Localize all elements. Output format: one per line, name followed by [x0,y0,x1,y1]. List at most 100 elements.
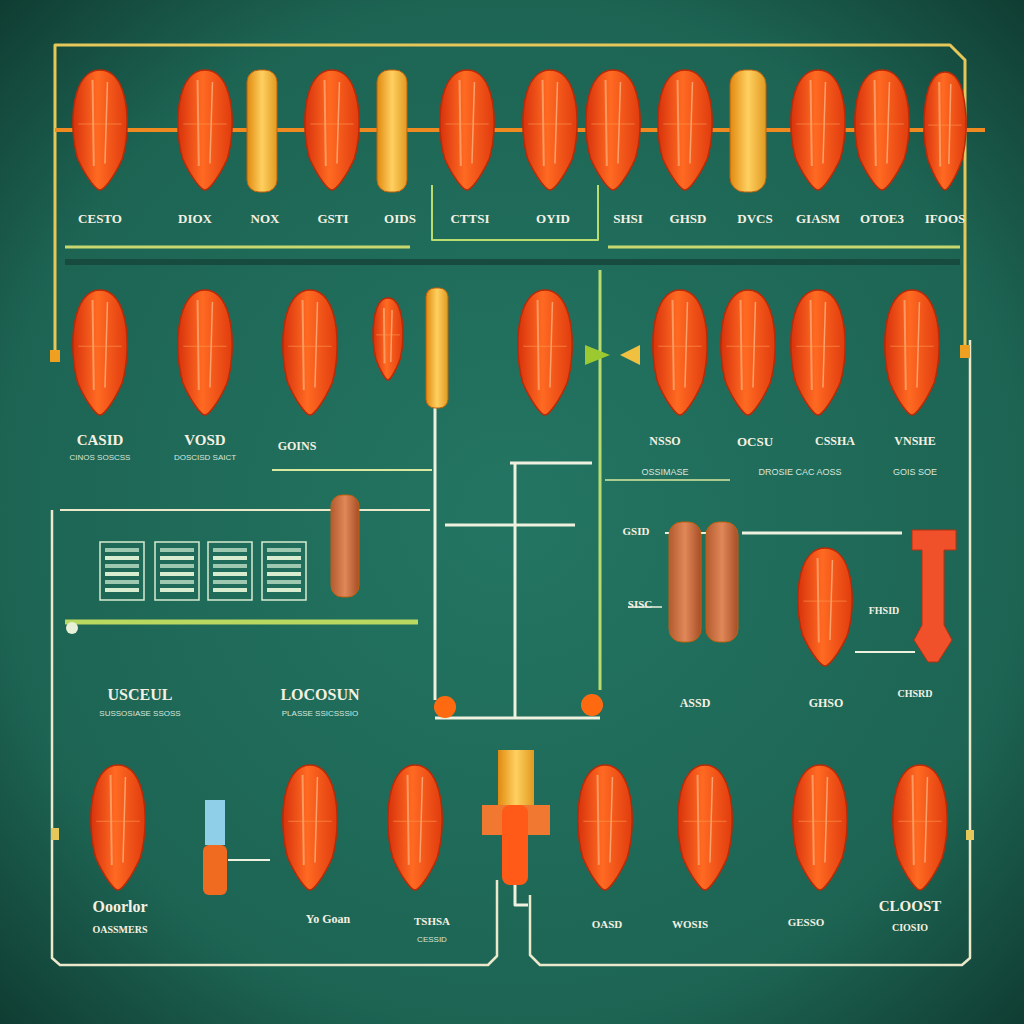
pepper-shape [388,765,442,890]
part-label: LOCOSUN [280,686,359,704]
pepper-shape [91,765,145,890]
frame-tab [50,350,60,362]
divider-line [65,246,410,249]
pepper-shape [73,290,127,415]
part-label: OASD [592,918,623,930]
part-label: SISC [628,598,652,610]
part-label: OCSU [737,435,773,449]
arrow-shape [585,345,610,365]
vertical-line [599,270,602,690]
part-label: GIASM [796,212,840,226]
frame-tab [51,828,59,840]
pepper-shape [586,70,640,190]
panel-border [530,340,970,965]
underline [605,479,730,481]
pepper-shape [283,290,337,415]
capsule-shape [669,522,701,642]
part-label: PLASSE SSICSSSIO [282,710,358,719]
capsule-shape [247,70,277,192]
hammer-shape [912,530,956,662]
part-label: VNSHE [894,435,935,448]
pepper-shape [653,290,707,415]
part-label: TSHSA [414,915,450,927]
pepper-shape [305,70,359,190]
part-label: NOX [251,212,280,226]
horizontal-line [435,717,600,720]
junction-dot [434,696,456,718]
valve-shape [498,750,534,805]
frame-tab [960,345,970,358]
part-label: GOINS [278,440,317,453]
frame-tab [966,830,974,840]
pepper-shape [791,290,845,415]
glyph-box [155,542,199,600]
leader-line [855,651,915,653]
syringe-shape [205,800,225,845]
pepper-shape [578,765,632,890]
part-label: OTOE3 [860,212,904,226]
part-label: Ooorlor [92,898,147,916]
pepper-shape [518,290,572,415]
part-label: ASSD [680,697,711,710]
horizontal-line [510,462,592,465]
part-label: SUSSOSIASE SSOSS [99,710,180,719]
pepper-shape [855,70,909,190]
part-label: GSID [623,525,650,537]
part-label: SHSI [613,212,643,226]
panel-border [52,510,497,965]
pepper-shape [440,70,494,190]
pepper-shape [678,765,732,890]
vertical-line [514,462,517,718]
pepper-shape [178,290,232,415]
part-label: CHSRD [897,688,932,699]
syringe-shape [203,845,227,895]
pepper-shape [793,765,847,890]
part-label: OIDS [384,212,416,226]
horizontal-line [445,524,575,527]
part-label: CTTSI [450,212,489,226]
pepper-shape [893,765,947,890]
junction-dot [581,694,603,716]
valve-shape [502,805,528,885]
divider-line [608,246,960,249]
part-label: GOIS SOE [893,468,937,478]
capsule-shape [706,522,738,642]
part-label: VOSD [184,432,225,449]
pepper-shape [523,70,577,190]
divider-band [65,259,960,265]
part-label: CINOS SOSCSS [70,454,131,463]
part-label: DROSIE CAC AOSS [758,468,841,478]
part-label: CESTO [78,212,122,226]
part-label: Yo Goan [306,913,350,926]
bracket-line [432,185,598,240]
underline [272,469,432,471]
part-label: CASID [77,432,124,449]
capsule-shape [331,495,359,597]
part-label: CSSHA [815,435,855,448]
artwork [52,45,985,965]
connector-line [742,532,902,535]
part-label: GHSO [809,697,844,710]
part-label: GSTI [317,212,348,226]
leader-line [228,859,270,861]
part-label: DIOX [178,212,212,226]
glyph-box [208,542,252,600]
part-label: FHSID [869,605,900,616]
part-label: NSSO [649,435,680,448]
slider-bar [65,620,418,625]
pepper-shape [885,290,939,415]
part-label: OASSMERS [92,924,147,935]
slider-knob [66,622,78,634]
pepper-shape [73,70,127,190]
pepper-shape [791,70,845,190]
capsule-shape [426,288,448,408]
part-label: CLOOST [879,898,942,915]
pepper-shape [798,548,852,666]
part-label: DOSCISD SAICT [174,454,236,463]
part-label: OSSIMASE [641,468,688,478]
pepper-shape [658,70,712,190]
part-label: WOSIS [672,918,708,930]
